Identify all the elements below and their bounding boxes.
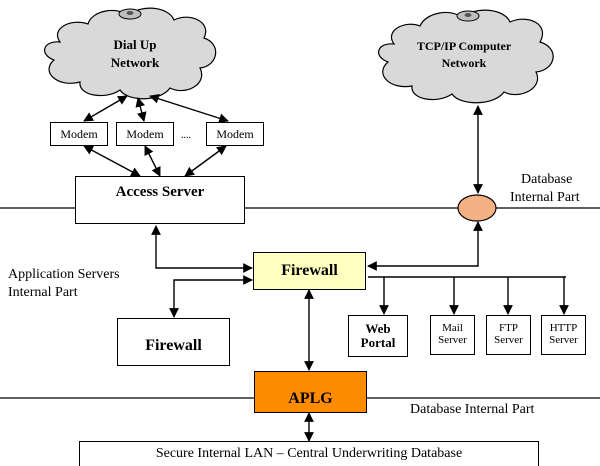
modem-ellipsis: ....: [181, 130, 191, 141]
arrow-modem3-access: [184, 145, 227, 177]
dialup-label-line2: Network: [111, 55, 160, 70]
database-internal-label-line2: Internal Part: [510, 190, 580, 205]
firewall-left-label: Firewall: [145, 337, 202, 355]
app-servers-label-line2: Internal Part: [8, 285, 78, 300]
arrow-modem1-access: [83, 145, 141, 177]
modem-box-3: Modem: [206, 122, 264, 146]
tcpip-network-cloud: TCP/IP Computer Network: [378, 9, 554, 104]
arrow-cloud-modem2: [135, 97, 147, 122]
access-server-label: Access Server: [115, 184, 205, 200]
arrow-access-firewall: [151, 225, 253, 273]
arrow-cloud-modem3: [149, 94, 229, 123]
modem-box-2: Modem: [116, 122, 174, 146]
http-server-line2: Server: [549, 334, 578, 346]
arrow-dbnode-firewall: [367, 221, 483, 271]
ftp-server-line2: Server: [494, 334, 523, 346]
mail-server-box: Mail Server: [430, 315, 475, 355]
access-server-box: Access Server: [75, 176, 245, 224]
ftp-server-line1: FTP: [499, 322, 518, 335]
database-node: [457, 194, 497, 222]
firewall-left-box: Firewall: [117, 318, 230, 366]
app-servers-label-line1: Application Servers: [8, 267, 120, 282]
firewall-main-box: Firewall: [253, 252, 366, 290]
arrow-cloud-modem1: [83, 95, 128, 122]
ftp-server-box: FTP Server: [486, 315, 531, 355]
database-internal-bottom-label: Database Internal Part: [410, 402, 535, 417]
secure-lan-label: Secure Internal LAN – Central Underwriti…: [155, 445, 463, 461]
http-server-box: HTTP Server: [541, 315, 586, 355]
aplg-label: APLG: [288, 390, 333, 408]
modem-3-label: Modem: [216, 126, 254, 141]
secure-lan-box: Secure Internal LAN – Central Underwriti…: [79, 441, 539, 466]
aplg-box: APLG: [254, 371, 367, 413]
web-portal-line1: Web: [365, 321, 391, 337]
mail-server-line1: Mail: [442, 322, 463, 335]
tcpip-label-line2: Network: [442, 56, 487, 70]
dialup-network-cloud: Dial Up Network: [44, 7, 217, 100]
dialup-label-line1: Dial Up: [114, 37, 157, 52]
modem-2-label: Modem: [126, 126, 164, 141]
arrow-firewall-leftfirewall: [169, 275, 253, 318]
web-portal-line2: Portal: [360, 335, 396, 350]
firewall-main-label: Firewall: [281, 261, 338, 279]
modem-1-label: Modem: [60, 126, 98, 141]
mail-server-line2: Server: [438, 334, 467, 346]
web-portal-box: Web Portal: [348, 315, 408, 357]
arrow-modem2-access: [144, 145, 161, 177]
database-internal-label-line1: Database: [521, 172, 573, 187]
modem-box-1: Modem: [50, 122, 108, 146]
http-server-line1: HTTP: [549, 322, 578, 335]
tcpip-label-line1: TCP/IP Computer: [417, 39, 512, 53]
